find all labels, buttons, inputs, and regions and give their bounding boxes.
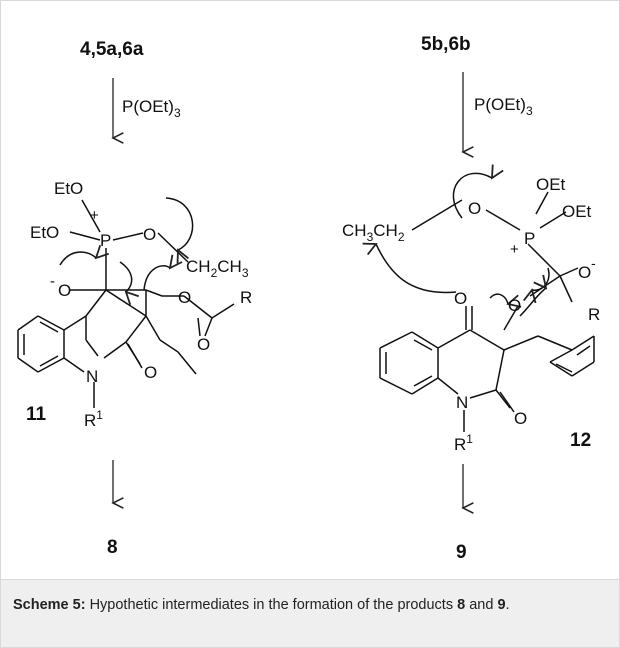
label-p-atom: P [100,231,111,250]
intermediate-11-atoms: EtO EtO + P O CH2CH3 - O O R O O N R1 [30,179,252,430]
label-eto-top: EtO [54,179,83,198]
label-r-left: R [240,288,252,307]
caption-label: Scheme 5: [13,597,86,613]
svg-text:P(OEt)3: P(OEt)3 [474,95,533,118]
svg-text:P(OEt)3: P(OEt)3 [122,97,181,120]
label-oet-top: OEt [536,175,566,194]
right-reagent-subscript: 3 [526,104,533,118]
caption-product-a: 8 [457,597,466,613]
label-o-minus-right: - [591,255,596,271]
caption-end: . [505,597,510,613]
label-o-ketone: O [454,289,467,308]
product-8-label: 8 [107,537,118,558]
left-start-compounds: 4,5a,6a [80,39,144,60]
label-p-plus-right: + [510,241,519,258]
caption-and: and [465,597,498,613]
left-reagent: P(OEt) [122,97,174,116]
label-p-plus: + [90,207,99,224]
caption-body: Hypothetic intermediates in the formatio… [85,597,458,613]
caption-product-b: 9 [497,597,506,613]
label-n-left: N [86,367,98,386]
label-o-minus: - [50,273,55,290]
intermediate-11-bonds [17,197,235,408]
intermediate-12-bonds [376,173,595,432]
label-p-atom-right: P [524,229,535,248]
right-reagent: P(OEt) [474,95,526,114]
label-n-right: N [456,393,468,412]
label-ch3ch2: CH3CH2 [342,221,405,244]
intermediate-12-atoms: CH3CH2 O OEt OEt + P O - O O R O N R1 [342,175,600,454]
label-oet-right: OEt [562,202,592,221]
label-o-lactam-right: O [514,409,527,428]
label-o-anion: O [58,281,71,300]
label-o-ester: O [178,288,191,307]
label-o-lactam: O [144,363,157,382]
left-reagent-subscript: 3 [174,106,181,120]
caption-text: Scheme 5: Hypothetic intermediates in th… [13,594,609,616]
right-start-compounds: 5b,6b [421,34,471,55]
label-eto-left: EtO [30,223,59,242]
caption-box: Scheme 5: Hypothetic intermediates in th… [0,580,620,648]
label-r1-right: R1 [454,432,473,454]
reaction-scheme: 4,5a,6a P(OEt)3 [17,34,600,563]
label-ch2ch3: CH2CH3 [186,257,249,280]
left-scheme: 4,5a,6a P(OEt)3 [17,39,252,558]
label-o-bridge: O [143,225,156,244]
intermediate-12-label: 12 [570,430,591,451]
label-r1-left: R1 [84,408,103,430]
right-scheme: 5b,6b P(OEt)3 [342,34,600,563]
label-o-anion-right: O [578,263,591,282]
label-o-ether: O [508,296,521,315]
product-9-label: 9 [456,542,467,563]
label-r-right: R [588,305,600,324]
label-o-bridge-right: O [468,199,481,218]
label-o-carbonyl: O [197,335,210,354]
intermediate-11-label: 11 [26,404,47,425]
